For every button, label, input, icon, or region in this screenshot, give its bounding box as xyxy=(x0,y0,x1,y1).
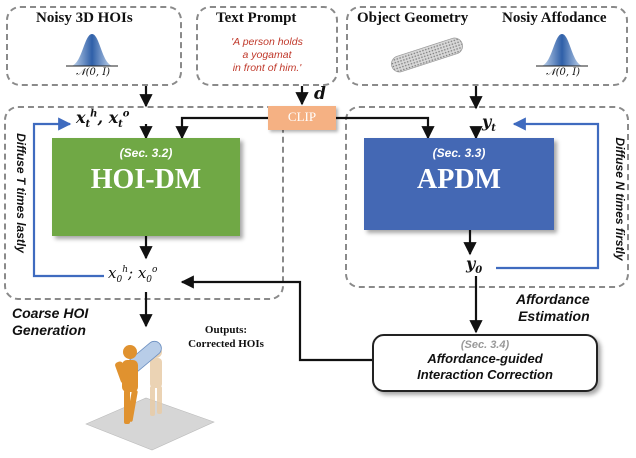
affordance-guided-correction-module: (Sec. 3.4) Affordance-guided Interaction… xyxy=(372,334,598,392)
outputs-line: Corrected HOIs xyxy=(188,338,264,350)
correction-line: Interaction Correction xyxy=(417,367,553,382)
loop-apdm xyxy=(496,117,600,270)
text-prompt-line: a yogamat xyxy=(242,49,292,61)
apdm-module: (Sec. 3.3) APDM xyxy=(364,138,554,230)
y-symbol: y xyxy=(466,254,476,273)
hoi-dm-module: (Sec. 3.2) HOI-DM xyxy=(52,138,240,236)
clip-encoder: CLIP xyxy=(268,106,336,130)
affordance-estimation-box xyxy=(345,106,629,288)
clip-d-symbol: d xyxy=(314,84,326,104)
noisy-affordance-title: Nosiy Affodance xyxy=(502,10,607,26)
hoi-dm-input-xt: xth, xto xyxy=(76,108,130,131)
noisy-hoi-title: Noisy 3D HOIs xyxy=(36,10,133,26)
outputs-label: Outputs: Corrected HOIs xyxy=(178,323,274,351)
x-symbol: x xyxy=(108,264,117,282)
apdm-output-y0: y0 xyxy=(466,254,483,277)
coarse-label-line: Coarse HOI xyxy=(12,305,89,321)
affordance-label-line: Affordance xyxy=(516,291,590,307)
noisy-affordance-distribution: 𝒩(0, I) xyxy=(546,67,581,78)
text-prompt-line: 'A person holds xyxy=(231,36,303,48)
object-geometry-title: Object Geometry xyxy=(357,10,469,26)
x-symbol: x xyxy=(137,264,147,282)
gaussian-curve-affordance xyxy=(540,34,584,66)
text-prompt-line: in front of him.' xyxy=(232,62,302,74)
noisy-hoi-input-box xyxy=(6,6,182,86)
coarse-hoi-generation-label: Coarse HOI Generation xyxy=(12,305,88,339)
x-symbol: x xyxy=(108,108,119,127)
x-symbol: x xyxy=(76,108,86,127)
gaussian-curve-hoi xyxy=(70,34,114,66)
affordance-label-line: Estimation xyxy=(518,308,590,324)
y-symbol: y xyxy=(482,112,492,131)
front-person xyxy=(115,345,138,424)
text-prompt-title: Text Prompt xyxy=(216,10,297,26)
hoi-dm-name: HOI-DM xyxy=(90,164,202,195)
apdm-name: APDM xyxy=(417,164,501,195)
arrow-clip-to-hoi-dm xyxy=(175,116,268,140)
arrow-clip-to-apdm xyxy=(336,116,435,140)
arrow-correction-to-x0 xyxy=(180,275,372,362)
loop-hoi-dm xyxy=(32,117,104,278)
apdm-input-yt: yt xyxy=(482,112,496,135)
text-prompt: 'A person holds a yogamat in front of hi… xyxy=(204,36,330,75)
object-affordance-input-box xyxy=(346,6,628,86)
noisy-hoi-distribution: 𝒩(0, I) xyxy=(76,67,111,78)
apdm-section: (Sec. 3.3) xyxy=(432,146,486,160)
correction-line: Affordance-guided xyxy=(427,351,543,366)
outputs-line: Outputs: xyxy=(204,324,248,336)
correction-section: (Sec. 3.4) xyxy=(460,339,510,351)
text-prompt-input-box xyxy=(196,6,338,86)
coarse-label-line: Generation xyxy=(12,322,86,338)
affordance-estimation-label: Affordance Estimation xyxy=(516,291,590,325)
hoi-dm-output-x0: x0h; x0o xyxy=(108,264,158,285)
hoi-dm-section: (Sec. 3.2) xyxy=(119,146,173,160)
